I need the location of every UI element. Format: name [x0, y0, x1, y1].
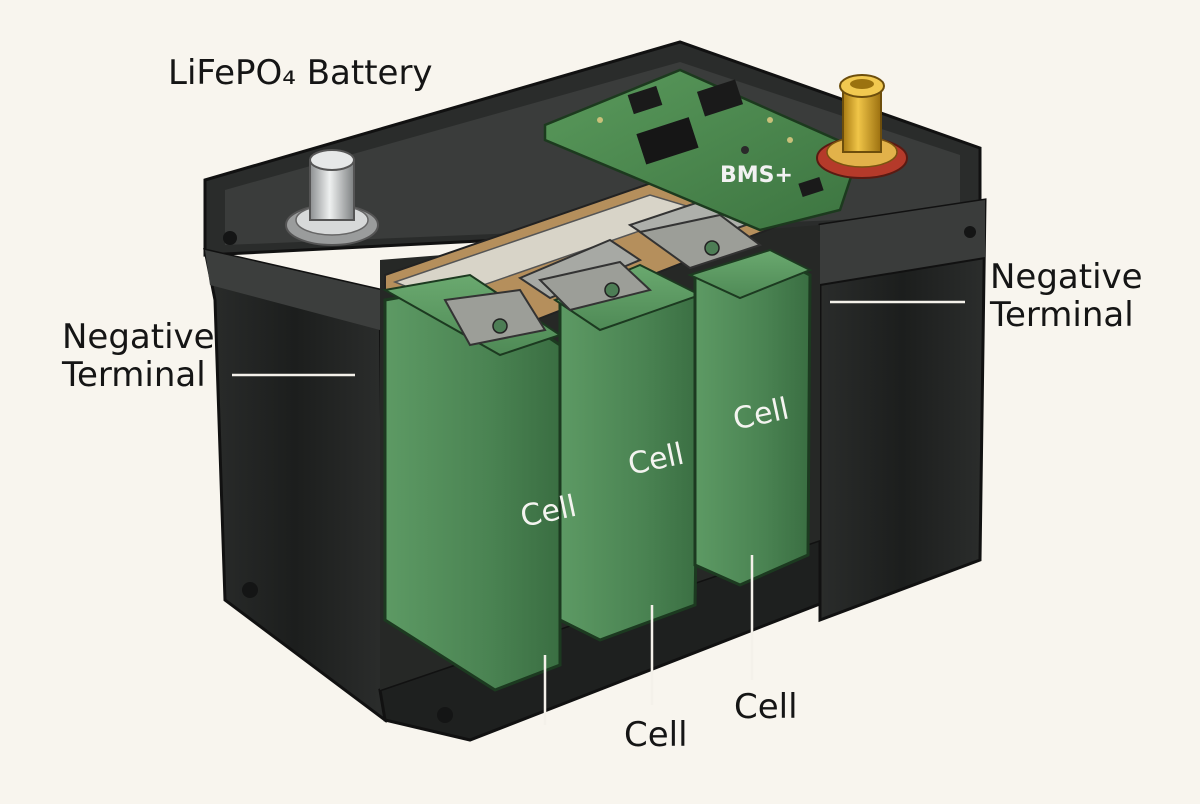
negative-terminal-label-left: Negative Terminal	[62, 318, 215, 394]
negative-terminal-left-line-1: Negative	[62, 317, 215, 357]
cell-3	[637, 213, 813, 587]
bms-label: BMS+	[720, 163, 793, 188]
cell-1	[382, 273, 563, 692]
negative-terminal-left-line-2: Terminal	[62, 355, 206, 396]
cell-callout-label-2: Cell	[734, 687, 798, 727]
negative-terminal-right-line-1: Negative	[990, 257, 1143, 297]
bms-board	[543, 68, 862, 232]
negative-terminal-right-line-2: Terminal	[990, 295, 1134, 336]
cell-callout-label-1: Cell	[624, 715, 688, 755]
positive-terminal-post	[816, 74, 908, 179]
negative-terminal-label-right: Negative Terminal	[990, 258, 1143, 334]
diagram-title: LiFePO₄ Battery	[168, 53, 433, 93]
cell-2	[538, 260, 703, 642]
leader-lines	[232, 300, 965, 725]
negative-terminal-post	[285, 149, 379, 246]
